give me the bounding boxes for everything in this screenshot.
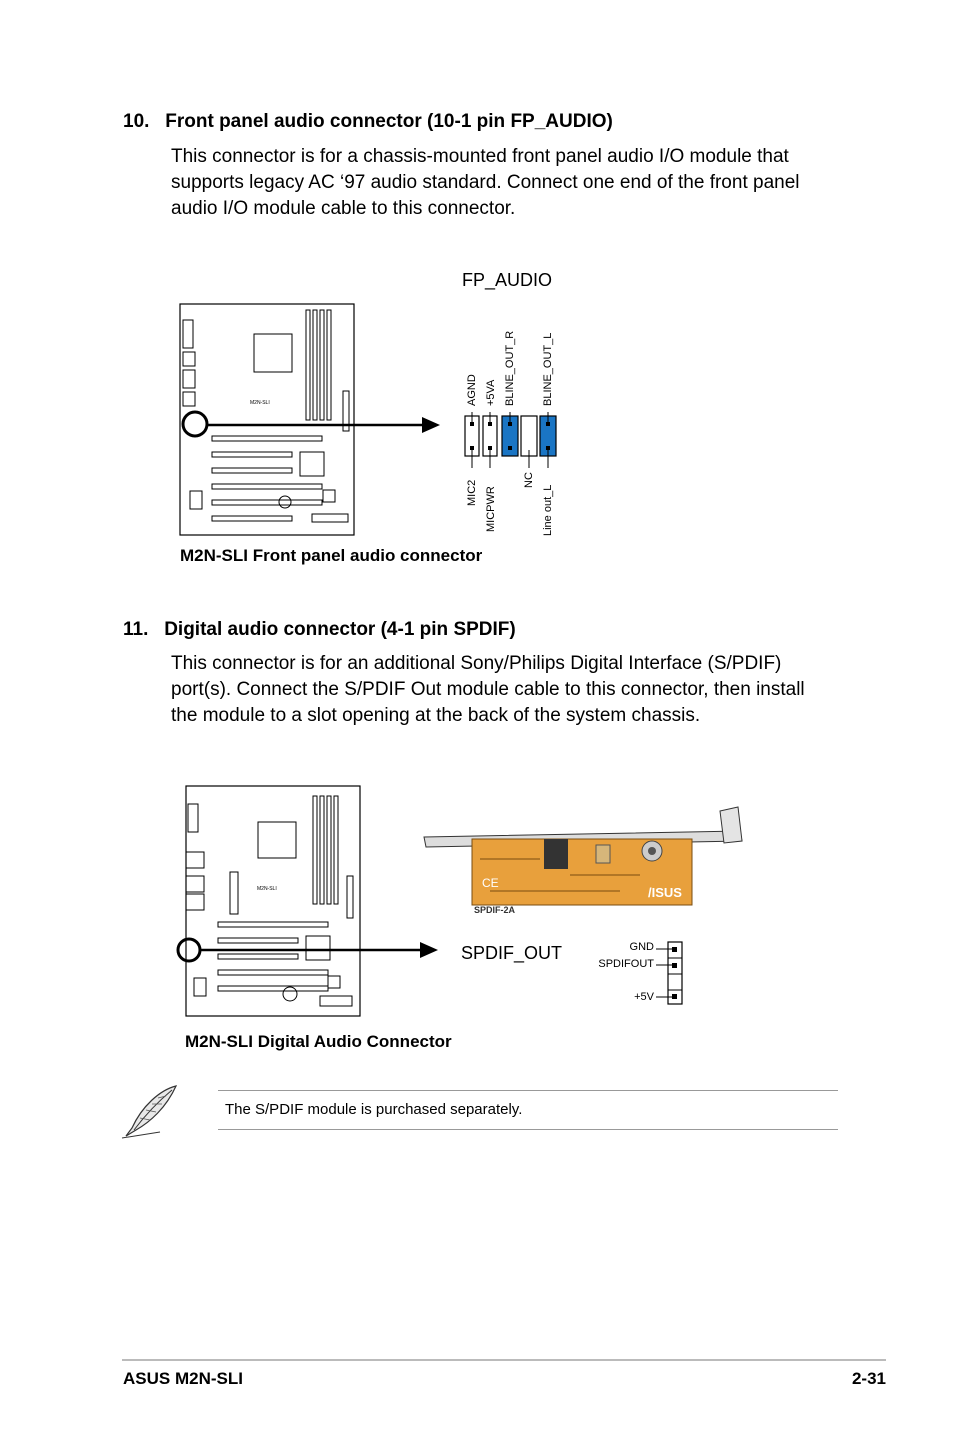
- pin-label-bline-out-l: BLINE_OUT_L: [542, 332, 554, 406]
- board-label: M2N-SLI: [257, 886, 277, 892]
- pin-label-gnd: GND: [629, 941, 654, 953]
- footer-page-number: 2-31: [851, 1369, 886, 1388]
- spdif-module-illustration: CE /ISUS SPDIF-2A: [423, 806, 743, 915]
- footer-product-name: ASUS M2N-SLI: [123, 1369, 243, 1388]
- fp-audio-title: FP_AUDIO: [462, 270, 553, 290]
- pin-label-bline-out-r: BLINE_OUT_R: [504, 330, 516, 406]
- pin-label-5va: +5VA: [485, 379, 497, 406]
- arrow-head-icon: [422, 417, 440, 433]
- pin-label-nc: NC: [523, 472, 535, 488]
- feather-pen-icon: [121, 1085, 178, 1139]
- figure-caption-1: M2N-SLI Front panel audio connector: [180, 546, 483, 565]
- note-rule-bottom: [218, 1129, 838, 1130]
- module-brand: /ISUS: [648, 885, 682, 900]
- note-rule-top: [218, 1090, 838, 1091]
- body-line: the module to a slot opening at the back…: [171, 705, 701, 726]
- pin-label-mic2: MIC2: [466, 479, 478, 506]
- svg-text:CE: CE: [482, 876, 499, 890]
- body-line: audio I/O module cable to this connector…: [171, 198, 516, 219]
- fp-audio-pin-header: [464, 412, 557, 468]
- spdif-out-label: SPDIF_OUT: [461, 943, 563, 963]
- footer-rule: [122, 1359, 886, 1361]
- section-10-heading: 10. Front panel audio connector (10-1 pi…: [123, 111, 613, 132]
- section-11-body: This connector is for an additional Sony…: [171, 651, 805, 729]
- arrow-head-icon: [420, 942, 438, 958]
- module-text: SPDIF-2A: [474, 905, 516, 915]
- spdif-pin-header: [656, 941, 683, 1005]
- pin-label-5v: +5V: [634, 991, 654, 1003]
- note-text: The S/PDIF module is purchased separatel…: [225, 1101, 523, 1118]
- body-line: port(s). Connect the S/PDIF Out module c…: [171, 679, 805, 700]
- figure-caption-2: M2N-SLI Digital Audio Connector: [185, 1032, 452, 1051]
- board-label: M2N-SLI: [250, 400, 270, 406]
- pin-label-micpwr: MICPWR: [485, 486, 497, 532]
- body-line: This connector is for an additional Sony…: [171, 653, 782, 674]
- body-line: supports legacy AC ‘97 audio standard. C…: [171, 172, 800, 193]
- pin-label-line-out-l: Line out_L: [542, 484, 554, 536]
- section-11-heading: 11. Digital audio connector (4-1 pin SPD…: [123, 619, 516, 640]
- section-10-body: This connector is for a chassis-mounted …: [171, 144, 799, 222]
- pin-label-spdifout: SPDIFOUT: [598, 958, 654, 970]
- body-line: This connector is for a chassis-mounted …: [171, 146, 789, 167]
- motherboard-diagram-2: M2N-SLI: [176, 785, 438, 1017]
- motherboard-diagram-1: M2N-SLI: [179, 303, 440, 536]
- pin-label-agnd: AGND: [466, 374, 478, 406]
